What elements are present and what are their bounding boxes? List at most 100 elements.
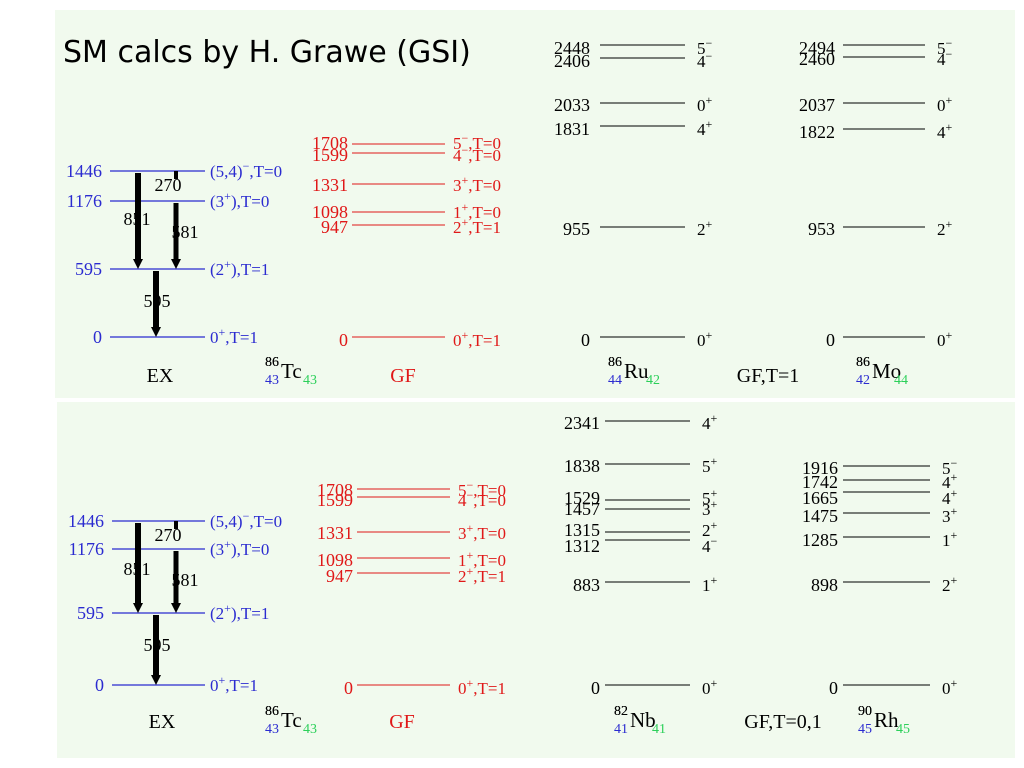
neutron-number: 44 (894, 373, 908, 388)
level-energy: 1285 (802, 530, 838, 550)
calc-level-spin: 3+,T=0 (458, 521, 506, 543)
calc-level-energy: 1599 (317, 490, 353, 510)
neutron-number: 45 (896, 722, 910, 737)
level-spin: 2+ (697, 217, 713, 239)
level-spin: 4+ (942, 486, 958, 508)
transition-arrow (133, 173, 143, 269)
level-energy: 1457 (564, 499, 600, 519)
exp-level-spin: (5,4)−,T=0 (210, 509, 282, 531)
exp-level-spin: 0+,T=1 (210, 325, 258, 347)
level-energy: 0 (826, 330, 835, 350)
level-spin: 0+ (937, 93, 953, 115)
calc-level-spin: 1+,T=0 (458, 548, 506, 570)
transition-energy: 270 (155, 525, 182, 545)
upper-diagram (110, 44, 925, 338)
exp-level-spin: (3+),T=0 (210, 537, 269, 559)
neutron-number: 43 (303, 373, 317, 388)
transition-energy: 270 (155, 175, 182, 195)
proton-number: 41 (614, 722, 628, 737)
calc-level-energy: 1708 (317, 480, 353, 500)
neighbor-calc-label: GF,T=1 (737, 365, 799, 387)
calc-level-energy: 1331 (317, 523, 353, 543)
level-energy: 1742 (802, 472, 838, 492)
level-spin: 3+ (702, 497, 718, 519)
transition-energy: 581 (172, 570, 199, 590)
transition-arrow (171, 203, 181, 269)
mass-number: 86 (608, 355, 622, 370)
proton-number: 42 (856, 373, 870, 388)
exp-level-spin: (5,4)−,T=0 (210, 159, 282, 181)
exp-level-energy: 595 (75, 259, 102, 279)
level-energy: 0 (829, 678, 838, 698)
calc-level-spin: 0+,T=1 (453, 328, 501, 350)
level-energy: 2037 (799, 95, 835, 115)
level-energy: 2033 (554, 95, 590, 115)
calc-level-energy: 947 (326, 566, 353, 586)
level-spin: 0+ (942, 676, 958, 698)
mass-number: 86 (856, 355, 870, 370)
calc-level-spin: 5−,T=0 (458, 478, 506, 500)
level-spin: 3+ (942, 504, 958, 526)
exp-level-spin: (3+),T=0 (210, 189, 269, 211)
calc-level-spin: 3+,T=0 (453, 173, 501, 195)
level-spin: 5− (937, 36, 953, 58)
calc-level-energy: 1599 (312, 145, 348, 165)
calc-level-spin: 4−,T=0 (453, 143, 501, 165)
mass-number: 86 (265, 355, 279, 370)
mass-number: 82 (614, 704, 628, 719)
transition-energy: 581 (172, 222, 199, 242)
calc-level-energy: 947 (321, 217, 348, 237)
level-spin: 2+ (937, 217, 953, 239)
calculation-label: GF (389, 711, 415, 733)
level-spin: 0+ (702, 676, 718, 698)
level-spin: 4− (697, 49, 713, 71)
calc-level-spin: 2+,T=1 (453, 215, 501, 237)
level-energy: 2406 (554, 51, 590, 71)
element-symbol: Tc (281, 708, 302, 732)
level-energy: 953 (808, 219, 835, 239)
level-spin: 4− (937, 47, 953, 69)
level-energy: 883 (573, 575, 600, 595)
transition-arrow (151, 615, 161, 685)
transition-arrow (174, 171, 178, 179)
level-spin: 5+ (702, 454, 718, 476)
exp-level-spin: 0+,T=1 (210, 673, 258, 695)
element-symbol: Mo (872, 359, 901, 383)
calc-level-energy: 0 (339, 330, 348, 350)
level-spin: 2+ (942, 573, 958, 595)
level-energy: 2448 (554, 38, 590, 58)
level-energy: 0 (581, 330, 590, 350)
calc-level-spin: 2+,T=1 (458, 564, 506, 586)
level-energy: 1475 (802, 506, 838, 526)
calculation-label: GF (390, 365, 416, 387)
level-spin: 4+ (942, 470, 958, 492)
level-spin: 0+ (697, 93, 713, 115)
mass-number: 86 (265, 355, 279, 370)
transition-energy: 595 (144, 635, 171, 655)
lower-diagram (112, 420, 930, 686)
proton-number: 45 (858, 722, 872, 737)
level-spin: 4− (702, 534, 718, 556)
calc-level-spin: 5−,T=0 (453, 131, 501, 153)
element-symbol: Rh (874, 708, 899, 732)
level-spin: 0+ (937, 328, 953, 350)
mass-number: 90 (858, 704, 872, 719)
level-energy: 2460 (799, 49, 835, 69)
level-spin: 5− (942, 456, 958, 478)
calc-level-energy: 0 (344, 678, 353, 698)
transition-arrow (133, 523, 143, 613)
exp-level-energy: 0 (93, 327, 102, 347)
mass-number: 86 (265, 704, 279, 719)
calc-level-spin: 4−,T=0 (458, 488, 506, 510)
level-energy: 0 (591, 678, 600, 698)
calc-level-spin: 0+,T=1 (458, 676, 506, 698)
level-spin: 1+ (942, 528, 958, 550)
element-symbol: Ru (624, 359, 649, 383)
calc-level-energy: 1098 (312, 202, 348, 222)
level-energy: 1665 (802, 488, 838, 508)
